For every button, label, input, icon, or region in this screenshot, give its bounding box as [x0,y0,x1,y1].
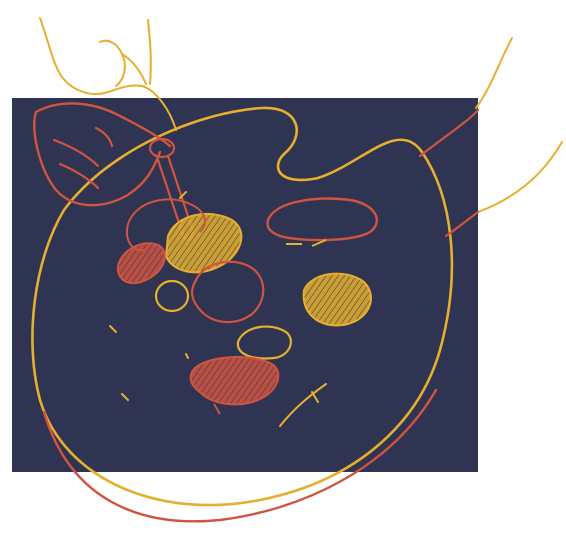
paint-blob-red-left [116,242,166,285]
paint-blob-red-thumb-hole [266,197,378,247]
paint-smear-yellow [279,383,327,427]
paint-blob-red-lower [189,356,280,415]
background-panel [12,98,478,472]
paint-blob-yellow-outline-lower [236,325,292,360]
paint-blob-red-outline-top [126,198,206,252]
palette-outline [31,106,454,507]
paint-blob-yellow-ring [154,279,190,313]
paint-blob-yellow-large [164,213,243,274]
sleeve-line-2 [418,108,480,158]
paint-blob-red-outline-center [190,260,265,324]
paint-blob-yellow-right [302,272,372,327]
sleeve-line-1 [475,37,513,109]
paint-specks [109,191,189,401]
hand-icon [33,17,177,207]
palette-rim [42,388,438,523]
sleeve-line-4 [444,210,480,238]
sleeve-line-3 [477,141,563,213]
